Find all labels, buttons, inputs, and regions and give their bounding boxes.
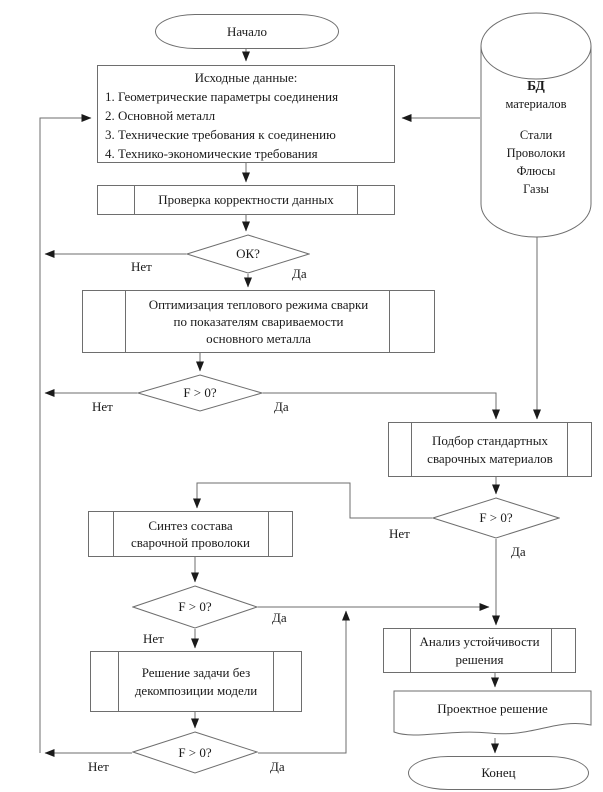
process-sidebar — [118, 652, 119, 711]
select-materials-process: Подбор стандартных сварочных материалов — [388, 422, 592, 477]
optimize-line: основного металла — [206, 331, 311, 347]
design-label: Проектное решение — [437, 701, 548, 716]
input-data-box: Исходные данные: 1. Геометрические парам… — [97, 65, 395, 163]
edge-label-f2-yes: Да — [511, 544, 526, 559]
database-cylinder: БД материалов Стали Проволоки Флюсы Газы — [480, 11, 592, 238]
input-data-item: 1. Геометрические параметры соединения — [105, 89, 339, 104]
optimize-process: Оптимизация теплового режима сварки по п… — [82, 290, 435, 353]
solve-line: Решение задачи без — [141, 665, 251, 681]
edge-label-ok-yes: Да — [292, 266, 307, 281]
process-sidebar — [113, 512, 114, 556]
synthesis-line: Синтез состава — [148, 517, 233, 533]
spacer — [480, 113, 592, 126]
input-data-title: Исходные данные: — [194, 70, 298, 85]
process-sidebar — [567, 423, 568, 476]
optimize-line: по показателям свариваемости — [173, 313, 344, 329]
edge-label-ok-no: Нет — [131, 259, 152, 274]
f4-decision-label: F > 0? — [178, 744, 212, 760]
analysis-process: Анализ устойчивости решения — [383, 628, 576, 673]
edge-label-f4-yes: Да — [270, 759, 285, 774]
check-data-process: Проверка корректности данных — [97, 185, 395, 215]
select-materials-line: Подбор стандартных — [432, 433, 548, 449]
synthesis-process: Синтез состава сварочной проволоки — [88, 511, 293, 557]
process-sidebar — [268, 512, 269, 556]
edge-f2-no-synthesis — [193, 482, 432, 519]
process-sidebar — [273, 652, 274, 711]
input-data-item: 4. Технико-экономические требования — [105, 146, 318, 161]
check-data-label: Проверка корректности данных — [158, 192, 334, 208]
database-item: Стали — [519, 128, 553, 142]
diamond-shape-icon — [132, 585, 258, 629]
ok-decision-label: ОК? — [236, 246, 260, 261]
optimize-line: Оптимизация теплового режима сварки — [148, 296, 369, 312]
input-data-item: 3. Технические требования к соединению — [105, 127, 336, 142]
input-data-item: 2. Основной металл — [105, 108, 216, 123]
process-sidebar — [134, 186, 135, 214]
design-document: Проектное решение — [393, 690, 592, 742]
diamond-shape-icon — [137, 374, 263, 412]
process-sidebar — [357, 186, 358, 214]
database-item: Проволоки — [506, 146, 566, 160]
analysis-line: решения — [455, 651, 504, 667]
f2-decision-diamond: F > 0? — [432, 497, 560, 539]
end-label: Конец — [481, 765, 516, 780]
diamond-shape-icon — [132, 731, 258, 774]
diamond-shape-icon — [432, 497, 560, 539]
ok-decision-diamond: ОК? — [186, 234, 310, 274]
edge-label-f3-no: Нет — [143, 631, 164, 646]
edge-label-f4-no: Нет — [88, 759, 109, 774]
process-sidebar — [551, 629, 552, 672]
cylinder-shape-icon — [480, 12, 592, 238]
database-item: Газы — [523, 182, 549, 196]
f4-decision-diamond: F > 0? — [132, 731, 258, 774]
database-title: БД — [527, 78, 545, 93]
database-subtitle: материалов — [505, 97, 567, 111]
solve-process: Решение задачи без декомпозиции модели — [90, 651, 302, 712]
select-materials-line: сварочных материалов — [427, 450, 553, 466]
document-shape-icon — [393, 690, 592, 736]
synthesis-line: сварочной проволоки — [131, 535, 250, 550]
f1-decision-label: F > 0? — [183, 385, 217, 400]
database-item: Флюсы — [516, 164, 556, 178]
f3-decision-diamond: F > 0? — [132, 585, 258, 629]
f1-decision-diamond: F > 0? — [137, 374, 263, 412]
solve-line: декомпозиции модели — [134, 682, 258, 698]
edge-f4-yes-junction — [258, 610, 350, 754]
edge-rail-input — [39, 114, 92, 753]
process-sidebar — [410, 629, 411, 672]
process-sidebar — [125, 291, 126, 352]
analysis-line: Анализ устойчивости — [419, 634, 540, 650]
edge-label-f2-no: Нет — [389, 526, 410, 541]
start-terminator: Начало — [155, 14, 339, 49]
edge-label-f1-no: Нет — [92, 399, 113, 414]
edge-label-f3-yes: Да — [272, 610, 287, 625]
diamond-shape-icon — [186, 234, 310, 274]
edge-label-f1-yes: Да — [274, 399, 289, 414]
f2-decision-label: F > 0? — [479, 510, 513, 525]
process-sidebar — [411, 423, 412, 476]
database-text: БД материалов Стали Проволоки Флюсы Газы — [480, 77, 592, 198]
f3-decision-label: F > 0? — [178, 599, 212, 614]
end-terminator: Конец — [408, 756, 589, 790]
process-sidebar — [389, 291, 390, 352]
start-label: Начало — [226, 23, 268, 39]
edge-f1-yes-select — [263, 392, 500, 420]
